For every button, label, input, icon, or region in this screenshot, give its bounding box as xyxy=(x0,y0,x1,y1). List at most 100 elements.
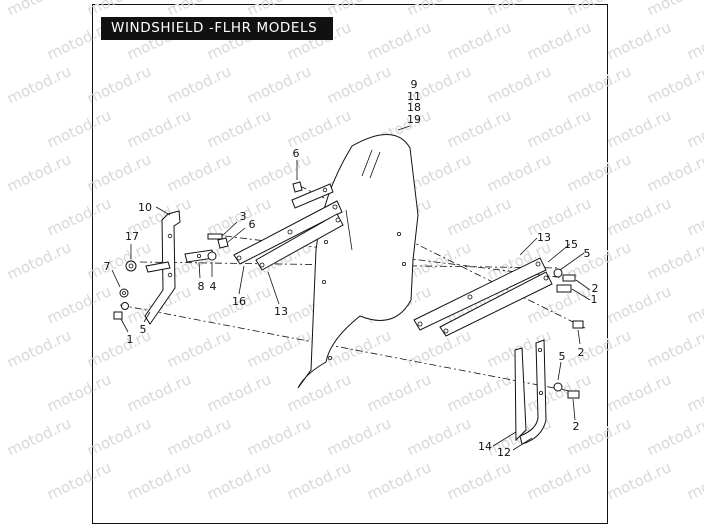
watermark-text: motod.ru xyxy=(604,18,674,63)
watermark-text: motod.ru xyxy=(84,238,154,283)
watermark-text: motod.ru xyxy=(364,18,434,63)
watermark-text: motod.ru xyxy=(244,150,314,195)
shield-glare-line xyxy=(361,149,373,177)
brace-hole xyxy=(417,321,423,327)
upper-strip xyxy=(291,183,334,209)
watermark-text: motod.ru xyxy=(524,18,594,63)
watermark-text: motod.ru xyxy=(204,106,274,151)
callout-3: 3 xyxy=(240,210,247,223)
watermark-text: motod.ru xyxy=(484,0,554,20)
watermark-text: motod.ru xyxy=(524,106,594,151)
watermark-text: motod.ru xyxy=(604,106,674,151)
watermark-text: motod.ru xyxy=(364,370,434,415)
watermark-text: motod.ru xyxy=(564,150,634,195)
watermark-text: motod.ru xyxy=(84,150,154,195)
leader-lines xyxy=(111,125,591,451)
watermark-text: motod.ru xyxy=(684,458,704,503)
watermark-text: motod.ru xyxy=(644,150,704,195)
bolt-icon xyxy=(562,274,576,282)
callout-11: 11 xyxy=(407,90,421,103)
watermark-text: motod.ru xyxy=(124,458,194,503)
watermark-text: motod.ru xyxy=(324,0,394,20)
watermark-text: motod.ru xyxy=(84,414,154,459)
watermark-text: motod.ru xyxy=(4,62,74,107)
watermark-text: motod.ru xyxy=(4,0,74,20)
watermark-text: motod.ru xyxy=(44,106,114,151)
watermark-text: motod.ru xyxy=(244,414,314,459)
bracket-tab xyxy=(145,261,171,273)
mount-hole xyxy=(323,239,328,244)
diagram-title: WINDSHIELD -FLHR MODELS xyxy=(101,17,333,40)
callout-14: 14 xyxy=(478,440,492,453)
watermark-text: motod.ru xyxy=(684,106,704,151)
callout-2-mid: 2 xyxy=(578,346,585,359)
watermark-text: motod.ru xyxy=(164,414,234,459)
watermark-text: motod.ru xyxy=(4,414,74,459)
watermark-text: motod.ru xyxy=(4,150,74,195)
watermark-text: motod.ru xyxy=(244,326,314,371)
watermark-text: motod.ru xyxy=(44,370,114,415)
nut-icon xyxy=(207,251,217,261)
clamp-hole xyxy=(196,253,201,258)
watermark-text: motod.ru xyxy=(444,370,514,415)
callout-7: 7 xyxy=(104,260,111,273)
callout-18: 18 xyxy=(407,101,421,114)
right-lower-bracket xyxy=(514,339,547,445)
callout-17: 17 xyxy=(125,230,139,243)
watermark-text: motod.ru xyxy=(124,370,194,415)
nut-icon xyxy=(292,181,303,193)
assembly-line-lower xyxy=(119,304,576,393)
watermark-text: motod.ru xyxy=(244,62,314,107)
callout-19: 19 xyxy=(407,113,421,126)
left-lower-brace xyxy=(255,213,344,271)
watermark-text: motod.ru xyxy=(644,62,704,107)
watermark-text: motod.ru xyxy=(684,194,704,239)
callout-13-right: 13 xyxy=(537,231,551,244)
watermark-text: motod.ru xyxy=(444,458,514,503)
watermark-text: motod.ru xyxy=(164,326,234,371)
mount-hole xyxy=(321,279,326,284)
shield-glare-line xyxy=(345,209,353,251)
mount-hole xyxy=(401,261,406,266)
watermark-text: motod.ru xyxy=(444,194,514,239)
watermark-text: motod.ru xyxy=(404,414,474,459)
right-lower-brace xyxy=(439,271,553,337)
hardware xyxy=(113,181,584,399)
brace-hole xyxy=(236,255,242,261)
watermark-text: motod.ru xyxy=(604,370,674,415)
brace-hole xyxy=(467,294,473,300)
brace-hole xyxy=(259,262,265,268)
brace-hole xyxy=(443,328,449,334)
watermark-text: motod.ru xyxy=(324,62,394,107)
washer-icon xyxy=(553,268,563,278)
right-upper-brace xyxy=(413,257,547,331)
watermark-text: motod.ru xyxy=(84,62,154,107)
watermark-text: motod.ru xyxy=(364,458,434,503)
watermark-text: motod.ru xyxy=(4,326,74,371)
watermark-text: motod.ru xyxy=(604,458,674,503)
watermark-text: motod.ru xyxy=(404,0,474,20)
bracket-hole xyxy=(167,233,173,239)
watermark-text: motod.ru xyxy=(284,458,354,503)
watermark-text: motod.ru xyxy=(524,194,594,239)
watermark-text: motod.ru xyxy=(164,62,234,107)
watermark-text: motod.ru xyxy=(204,370,274,415)
callout-9: 9 xyxy=(411,78,418,91)
watermark-text: motod.ru xyxy=(284,106,354,151)
watermark-text: motod.ru xyxy=(524,370,594,415)
callout-13-left: 13 xyxy=(274,305,288,318)
callout-12: 12 xyxy=(497,446,511,459)
brace-hole xyxy=(335,217,341,223)
nut-icon xyxy=(217,237,229,249)
callout-5-left: 5 xyxy=(140,323,147,336)
callout-5-right: 5 xyxy=(584,247,591,260)
watermark-text: motod.ru xyxy=(684,282,704,327)
watermark-text: motod.ru xyxy=(204,458,274,503)
callout-10: 10 xyxy=(138,201,152,214)
callout-1-left: 1 xyxy=(127,333,134,346)
watermark-text: motod.ru xyxy=(524,458,594,503)
watermark-text: motod.ru xyxy=(564,326,634,371)
watermark-text: motod.ru xyxy=(684,370,704,415)
bolt-icon xyxy=(113,311,123,320)
watermark-text: motod.ru xyxy=(444,18,514,63)
